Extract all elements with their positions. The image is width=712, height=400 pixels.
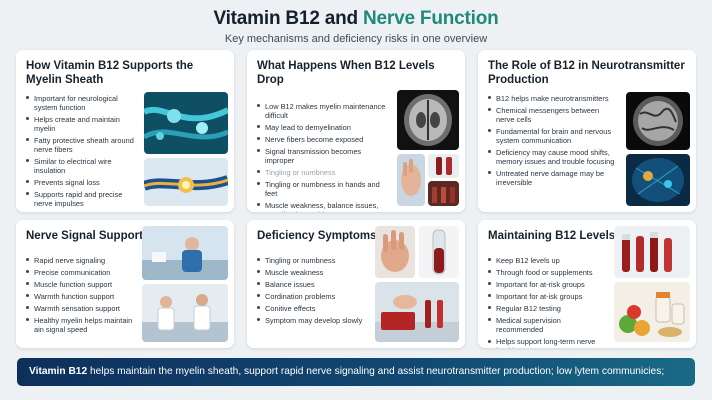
list-item: Fundamental for brain and nervous system…: [488, 127, 616, 145]
list-item: Balance issues: [257, 280, 365, 289]
blood-sample-image: [428, 154, 459, 178]
list-item: Muscle weakness: [257, 268, 365, 277]
blood-analysis-image: [375, 282, 459, 342]
list-item: Warmth sensation support: [26, 304, 136, 313]
blood-vials-image: [614, 226, 690, 278]
food-supplements-image: [614, 282, 690, 342]
card-title: Nerve Signal Support: [26, 230, 143, 242]
list-item: Rapid nerve signaling: [26, 256, 136, 265]
page-title: Vitamin B12 and Nerve Function: [0, 8, 712, 30]
card-b12-drop: What Happens When B12 Levels Drop Low B1…: [247, 50, 465, 212]
list-item: Important for at-risk groups: [488, 280, 606, 289]
page-header: Vitamin B12 and Nerve Function Key mecha…: [0, 8, 712, 45]
neuron-illustration: [144, 92, 228, 154]
summary-banner: Vitamin B12 helps maintain the myelin sh…: [17, 358, 695, 386]
list-item: Tingling or numbness: [257, 256, 365, 265]
list-item: Important for neurological system functi…: [26, 94, 138, 112]
list-item: Similar to electrical wire insulation: [26, 157, 138, 175]
list-item: Fatty protective sheath around nerve fib…: [26, 136, 138, 154]
bullet-list: Rapid nerve signaling Precise communicat…: [26, 256, 136, 334]
list-item: Healthy myelin helps maintain ain signal…: [26, 316, 136, 334]
list-item: Supports rapid and precise nerve impulse…: [26, 190, 138, 208]
nerve-fiber-illustration: [144, 158, 228, 206]
list-item: Regular B12 testing: [488, 304, 606, 313]
bullet-list: B12 helps make neurotransmitters Chemica…: [488, 94, 616, 187]
list-item: Medical supervision recommended: [488, 316, 606, 334]
list-item: Deficiency may cause mood shifts, memory…: [488, 148, 616, 166]
list-item: Prevents signal loss: [26, 178, 138, 187]
title-accent: Nerve Function: [363, 8, 499, 29]
bullet-list: Important for neurological system functi…: [26, 94, 138, 208]
banner-lead: Vitamin B12: [29, 366, 88, 377]
list-item: Keep B12 levels up: [488, 256, 606, 265]
brain-scan-image: [626, 92, 690, 150]
list-item: Cordination problems: [257, 292, 365, 301]
lab-scientists-image: [142, 284, 228, 342]
list-item: Precise communication: [26, 268, 136, 277]
banner-text: helps maintain the myelin sheath, suppor…: [87, 366, 665, 377]
list-item: Signal transmission becomes improper: [257, 147, 387, 165]
list-item: B12 helps make neurotransmitters: [488, 94, 616, 103]
list-item: Helps support long-term nerve health: [488, 337, 606, 348]
card-deficiency-symptoms: Deficiency Symptoms Tingling or numbness…: [247, 220, 465, 348]
list-item: Tingling or numbness in hands and feet: [257, 180, 387, 198]
neural-network-image: [626, 154, 690, 206]
card-title: The Role of B12 in Neurotransmitter Prod…: [488, 60, 685, 86]
card-neurotransmitter: The Role of B12 in Neurotransmitter Prod…: [478, 50, 696, 212]
list-item: Conitive effects: [257, 304, 365, 313]
card-title: What Happens When B12 Levels Drop: [257, 60, 435, 86]
title-main: Vitamin B12 and: [213, 8, 364, 29]
card-title: Deficiency Symptoms: [257, 230, 377, 242]
test-tube-image: [419, 226, 459, 278]
list-item: Muscle function support: [26, 280, 136, 289]
list-item: Warmth function support: [26, 292, 136, 301]
hand-pain-image: [397, 154, 425, 206]
page-subtitle: Key mechanisms and deficiency risks in o…: [224, 33, 488, 45]
vials-image: [428, 181, 459, 206]
card-nerve-signal: Nerve Signal Support Rapid nerve signali…: [16, 220, 234, 348]
brain-mri-image: [397, 90, 459, 150]
hands-image: [375, 226, 415, 278]
card-maintaining-b12: Maintaining B12 Levels Keep B12 levels u…: [478, 220, 696, 348]
list-item: Muscle weakness, balance issues, coordin…: [257, 201, 387, 212]
list-item: Untreated nerve damage may be irreversib…: [488, 169, 616, 187]
list-item: Chemical messengers between nerve cells: [488, 106, 616, 124]
card-myelin-support: How Vitamin B12 Supports the Myelin Shea…: [16, 50, 234, 212]
list-item: Helps create and maintain myelin: [26, 115, 138, 133]
card-title: Maintaining B12 Levels: [488, 230, 616, 242]
info-grid: How Vitamin B12 Supports the Myelin Shea…: [16, 50, 696, 348]
list-item: Through food or supplements: [488, 268, 606, 277]
lab-research-image: [142, 226, 228, 280]
list-item: Low B12 makes myelin maintenance difficu…: [257, 102, 387, 120]
card-title: How Vitamin B12 Supports the Myelin Shea…: [26, 60, 194, 86]
list-item: Nerve fibers become exposed: [257, 135, 387, 144]
list-item: Important for at-isk groups: [488, 292, 606, 301]
bullet-list: Tingling or numbness Muscle weakness Bal…: [257, 256, 365, 325]
list-item: Tingling or numbness: [257, 168, 387, 177]
list-item: Symptom may develop slowly: [257, 316, 365, 325]
list-item: May lead to demyelination: [257, 123, 387, 132]
bullet-list: Keep B12 levels up Through food or suppl…: [488, 256, 606, 348]
bullet-list: Low B12 makes myelin maintenance difficu…: [257, 102, 387, 212]
